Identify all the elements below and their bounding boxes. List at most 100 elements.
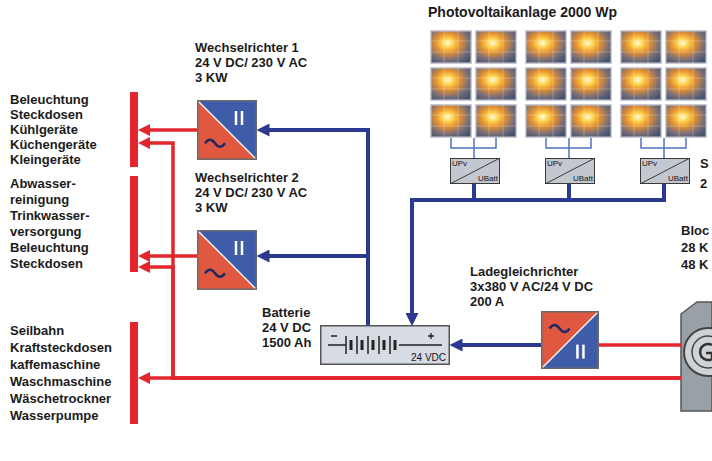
generator-label: Bloc [681, 222, 711, 239]
load-item: Wäschetrockner [10, 390, 122, 407]
solar-panel [431, 31, 472, 64]
connector [456, 343, 541, 347]
load-item: Küchengeräte [10, 137, 122, 152]
battery-label: 24 V DC [262, 320, 318, 335]
battery-cell [367, 336, 369, 354]
label-block: Wechselrichter 224 V DC/ 230 V AC3 KW [195, 170, 307, 215]
solar-panel [476, 68, 517, 101]
load-item: Steckdosen [10, 256, 122, 272]
solar-panel [431, 68, 472, 101]
label-block: Ladegleichrichter3x380 V AC/24 V DC200 A [470, 264, 599, 309]
pv-array: Photovoltaikanlage 2000 Wp [428, 4, 710, 138]
battery-cell [356, 336, 358, 354]
generator-housing [684, 328, 712, 376]
load-item: Kraftsteckdosen [10, 339, 122, 356]
label-block: Batterie24 V DC1500 Ah [262, 305, 318, 350]
battery-cell [389, 336, 391, 354]
ac-side [541, 311, 599, 369]
load-group: BeleuchtungSteckdosenKühlgeräteKüchenger… [8, 92, 138, 167]
ac-side [197, 230, 257, 290]
box-border [641, 159, 690, 184]
inverter-label: Wechselrichter 1 [195, 40, 307, 55]
box-border [321, 326, 450, 365]
solar-panel [571, 105, 612, 138]
load-item: Wasserpumpe [10, 407, 122, 424]
dc-symbol [241, 241, 244, 255]
load-item: Kleingeräte [10, 152, 122, 167]
battery-label: 1500 Ah [262, 335, 318, 350]
shape-outline [681, 305, 711, 410]
ac-side [197, 100, 257, 160]
load-item: Seilbahn [10, 322, 122, 339]
solar-panel [526, 105, 567, 138]
inverter-label: Wechselrichter 2 [195, 170, 307, 185]
battery-cell [383, 340, 386, 350]
shape-box: UPvUBatt [545, 158, 595, 184]
controller-label: UPv [547, 159, 562, 168]
shape-box: UPvUBatt [450, 158, 500, 184]
solar-panel [526, 31, 567, 64]
load-item: Waschmaschine [10, 373, 122, 390]
shape-box [430, 30, 710, 138]
connector [599, 343, 681, 347]
battery-box: Batterie24 V DC1500 Ah 24 VDC [262, 305, 450, 365]
box-border [198, 101, 257, 160]
charge-controller: UPvUBatt [545, 158, 595, 184]
solar-panel [571, 68, 612, 101]
inverter-box: Wechselrichter 224 V DC/ 230 V AC3 KW [195, 170, 307, 290]
shape-outline [541, 311, 599, 369]
battery-cell [378, 336, 380, 354]
cut-label: S [700, 156, 709, 171]
label-block: Photovoltaikanlage 2000 Wp [428, 4, 710, 21]
solar-panel [571, 31, 612, 64]
dc-symbol [576, 345, 579, 359]
rectifier-label: 3x380 V AC/24 V DC [470, 279, 599, 294]
charge-controller: UPvUBatt [640, 158, 690, 184]
dc-symbol [241, 111, 244, 125]
battery-cell [394, 340, 397, 350]
inverter-label: 3 KW [195, 200, 307, 215]
divider [197, 100, 257, 160]
load-item: Beleuchtung [10, 92, 122, 107]
load-item: kaffemaschine [10, 356, 122, 373]
solar-panel [431, 105, 472, 138]
divider [545, 158, 595, 184]
pv-heading: Photovoltaikanlage 2000 Wp [428, 4, 710, 21]
label-block: BeleuchtungSteckdosenKühlgeräteKüchenger… [10, 92, 122, 167]
polarity-mark [331, 333, 434, 339]
solar-panel [666, 105, 707, 138]
load-group: SeilbahnKraftsteckdosenkaffemaschineWasc… [8, 322, 138, 424]
divider [450, 158, 500, 184]
load-item: Trinkwasser- versorgung [10, 208, 122, 240]
ac-symbol [205, 140, 225, 147]
connector [263, 130, 368, 325]
battery-label: 24 VDC [411, 352, 446, 363]
connector [144, 143, 681, 378]
shape-box: 24 VDC [320, 325, 450, 365]
inverter-label: 3 KW [195, 70, 307, 85]
shape-box [197, 230, 257, 290]
box-border [451, 159, 500, 184]
load-item: Beleuchtung [10, 240, 122, 256]
label-block: Wechselrichter 124 V DC/ 230 V AC3 KW [195, 40, 307, 85]
dc-symbol [235, 241, 238, 255]
label-block: SeilbahnKraftsteckdosenkaffemaschineWasc… [10, 322, 122, 424]
controller-label: UBatt [478, 174, 498, 183]
solar-panels [431, 31, 707, 138]
generator-label: 28 K [681, 239, 711, 256]
controller-label: UPv [452, 159, 467, 168]
connector [144, 128, 197, 132]
rectifier-box: Ladegleichrichter3x380 V AC/24 V DC200 A [470, 264, 599, 369]
solar-panel [621, 105, 662, 138]
connector [412, 184, 474, 319]
rectifier-label: Ladegleichrichter [470, 264, 599, 279]
label-block: Abwasser- reinigungTrinkwasser- versorgu… [10, 176, 122, 272]
controller-label: UBatt [668, 174, 688, 183]
inverter-box: Wechselrichter 124 V DC/ 230 V AC3 KW [195, 40, 307, 160]
inverter-label: 24 V DC/ 230 V AC [195, 55, 307, 70]
box-border [542, 312, 599, 369]
dc-symbol [582, 345, 585, 359]
solar-panel [476, 31, 517, 64]
connector [663, 138, 665, 158]
